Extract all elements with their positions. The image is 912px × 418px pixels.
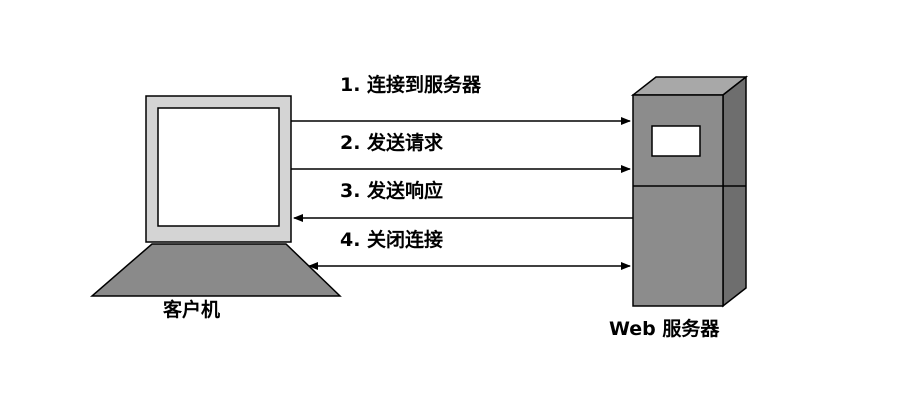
monitor-screen [157,107,280,227]
client-computer-icon [89,95,342,297]
server-label: Web 服务器 [609,318,720,340]
keyboard-base [89,243,342,297]
step-3-label: 3. 发送响应 [340,180,444,202]
step-4-label: 4. 关闭连接 [340,229,444,251]
server-panel [651,125,701,157]
client-label: 客户机 [163,299,221,321]
step-2-label: 2. 发送请求 [340,132,444,154]
server-icon [630,75,749,308]
server-side [722,75,747,308]
step-1-label: 1. 连接到服务器 [340,74,482,96]
